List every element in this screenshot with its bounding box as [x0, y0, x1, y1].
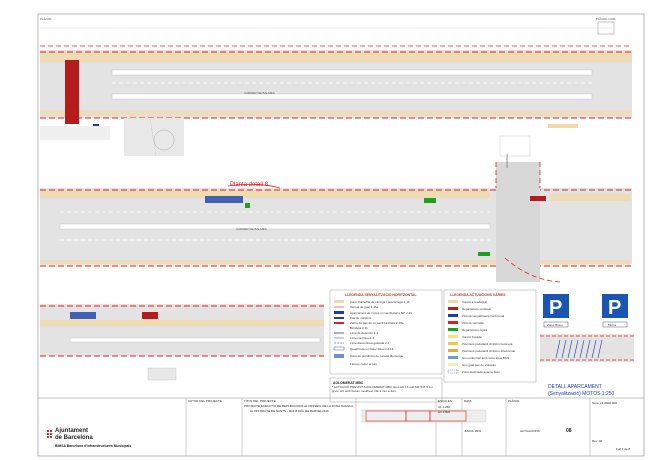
- project-title: PROJECTE EXECUTIU DE REPARACIONS AL PASS…: [244, 404, 354, 408]
- parking-sign-right: [602, 294, 628, 318]
- authors-label: AUTOR DEL PROJECTE: [188, 399, 222, 403]
- la-item-1: Reparacions puntuals: [462, 307, 492, 311]
- cross-street-label: ACORDAL: [505, 153, 509, 168]
- legend-horizontal-title: LLEGENDA SENYALITZACIÓ HORITZONTAL: [345, 292, 416, 297]
- legend-actuations: LLEGENDA ACTUACIONS VÀRIES Vorera a read…: [443, 289, 537, 383]
- revision: Rev. 00: [592, 439, 603, 443]
- scale-a1: A1 1:250: [438, 405, 451, 409]
- codes: Núm. 21-0000-000: [592, 401, 618, 405]
- org-name-line2: de Barcelona: [55, 435, 93, 441]
- la-item-9: Nou gual pas de vianants: [462, 363, 496, 367]
- sheet-number: Full 3 de 8: [616, 447, 631, 451]
- date-label: DATA: [464, 399, 472, 403]
- lh-item-0: Zona Doble/fila de càrrega i descàrrega …: [350, 300, 410, 304]
- legend-horizontal: LLEGENDA SENYALITZACIÓ HORITZONTAL Zona …: [329, 289, 443, 375]
- title-block: [38, 397, 644, 456]
- plan-number: 08: [566, 428, 572, 434]
- aglomerat-text: * ACTUACIÓ PREVIST A AGLOMERAT MBC tipus…: [332, 386, 433, 393]
- header-title-left: PLÀNOL: [40, 17, 52, 21]
- header-title-right: PLÀNOL NUM.: [596, 17, 616, 21]
- blue-hatched-zone: [205, 196, 243, 203]
- sheet-frame: [37, 13, 645, 457]
- plan-name: ACTUACIONS: [520, 429, 540, 433]
- project-label: TÍTOL DEL PROJECTE: [244, 399, 276, 403]
- lh-item-2: Aparcament de motos en semibateria 60° 2…: [350, 311, 412, 315]
- lh-item-11: Fletxes ceder el pas: [350, 362, 377, 366]
- lh-item-4: Zebra de pas de un carril bicicleta 2-18…: [350, 321, 404, 325]
- la-item-3: Pintura vermella: [462, 321, 484, 325]
- la-item-2: Pintura senyalització horitzontal: [462, 314, 505, 318]
- lh-item-3: Pas de vianants: [350, 316, 372, 320]
- detail-callout: Planta detall 8: [230, 182, 269, 188]
- parking-sign-left-symbol: P: [549, 297, 562, 319]
- aglomerat-box: AGLOMERAT MBC * ACTUACIÓ PREVIST A AGLOM…: [329, 377, 443, 403]
- la-item-7: Paviment podotàctil d=40cm direccional: [462, 349, 515, 353]
- aglomerat-title: AGLOMERAT MBC: [333, 381, 364, 385]
- scale-label: ESCALES: [438, 399, 452, 403]
- middle-street-plan: [40, 162, 632, 283]
- parking-detail: P P Zona Motos Motos DETALL APARCAMENT (…: [540, 294, 634, 397]
- entity-name: BIMSA Barcelona d'Infraestructures Munic…: [55, 444, 132, 448]
- org-name-line1: Ajuntament: [55, 428, 88, 434]
- parking-caption-2: (Senyalització) MOTOS 1:250: [548, 391, 615, 397]
- parking-plate-left: Zona Motos: [547, 323, 563, 327]
- project-subtitle: AL DISTRICTE DE SANTS - MONTJUÏC DE BARC…: [250, 409, 329, 413]
- lh-item-1: Senyal de gual 2-16a: [350, 305, 379, 309]
- lh-item-9: Quadrícula en blanc diluent 2-18: [350, 347, 394, 351]
- legend-actuations-title: LLEGENDA ACTUACIONS VÀRIES: [450, 292, 506, 297]
- street-label-mid: CARRER DE BALMES: [236, 227, 267, 231]
- lh-item-8: Línia discontínua gastada 2-1: [350, 341, 390, 345]
- date-value: JULIOL 2021: [464, 429, 482, 433]
- la-item-8: Nou embornal amb reixa tipus BCN: [462, 356, 509, 360]
- la-item-6: Paviment podotàctil d=40cm botonera: [462, 342, 513, 346]
- red-crossing-top: [65, 60, 79, 124]
- plan-label: PLÀNOL: [508, 399, 520, 403]
- bottom-street-plan: [40, 304, 324, 381]
- lh-item-10: Zona de prohibició de parada diumenge: [350, 354, 403, 358]
- lh-item-7: Línia contínua 2-3: [350, 336, 374, 340]
- parking-sign-right-symbol: P: [608, 297, 621, 319]
- street-label-top: CARRER DE BALMES: [244, 91, 275, 95]
- la-item-4: Reparacions rigola: [462, 328, 487, 332]
- la-item-10: Zona destinada aparca-bicis: [462, 370, 500, 374]
- parking-plate-right: Motos: [608, 323, 617, 327]
- lh-item-6: Línia de detenció 2-1: [350, 331, 378, 335]
- key-map: [361, 409, 487, 423]
- la-item-0: Vorera a readaptar: [462, 300, 487, 304]
- top-street-plan: [40, 27, 632, 157]
- scale-a3: A3 1:500: [438, 410, 451, 414]
- parking-caption-1: DETALL APARCAMENT: [548, 384, 602, 390]
- lh-item-5: Bicicleta 2-11: [350, 326, 368, 330]
- la-item-5: Vorera fresada: [462, 335, 482, 339]
- parking-sign-left: [543, 294, 569, 318]
